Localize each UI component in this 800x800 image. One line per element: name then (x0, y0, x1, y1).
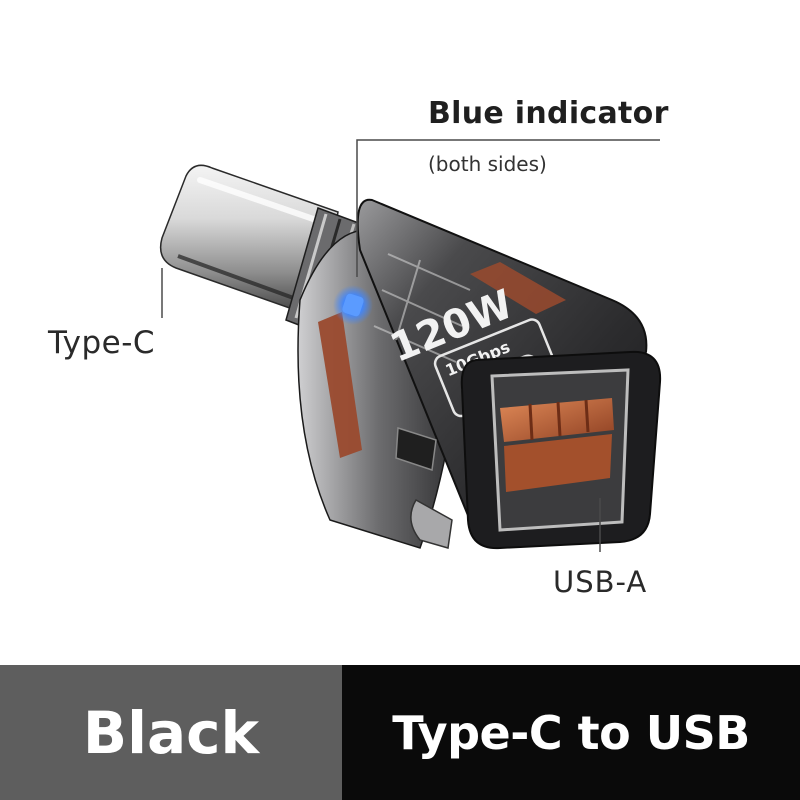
usb-a-label: USB-A (553, 565, 648, 599)
type-c-plug (159, 164, 339, 319)
type-c-label: Type-C (48, 325, 156, 361)
callout-lines (161, 139, 660, 552)
type-panel: Type-C to USB (342, 665, 800, 800)
adapter-illustration: 120W 10Gbps (159, 139, 662, 552)
blue-indicator-note: (both sides) (428, 152, 547, 176)
blue-indicator-title: Blue indicator (428, 96, 669, 131)
color-panel: Black (0, 665, 342, 800)
color-label: Black (82, 698, 260, 767)
bottom-banner: Black Type-C to USB (0, 665, 800, 800)
usb-a-port (460, 350, 662, 550)
type-label: Type-C to USB (392, 705, 750, 760)
